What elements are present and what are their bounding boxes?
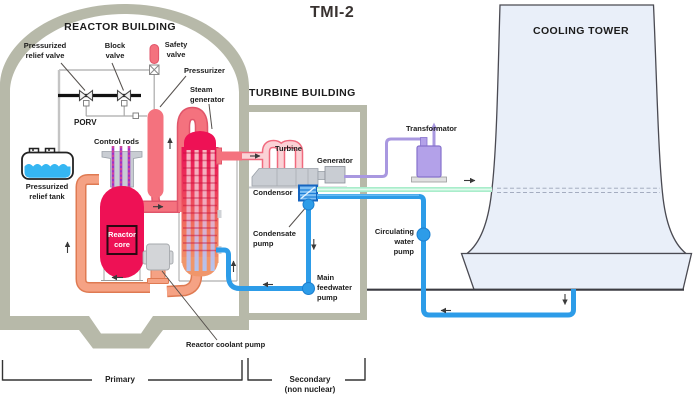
label-condensor: Condensor	[253, 188, 293, 197]
feedwater-pipes	[216, 198, 315, 295]
label-generator: Generator	[317, 156, 353, 165]
label-pressurized-relief-valve: Pressurized relief valve	[23, 41, 67, 60]
cooling-tower	[460, 4, 693, 291]
turbine-building-shell	[249, 105, 367, 320]
label-reactor-core: Reactor core	[108, 230, 136, 249]
circulating-water-pump-icon	[416, 227, 431, 242]
label-pressurizer: Pressurizer	[184, 66, 225, 75]
section-brackets	[1, 358, 366, 381]
label-block-valve: Block valve	[104, 41, 126, 60]
safety-valve-icon	[149, 44, 160, 75]
condensate-pump-icon	[302, 198, 315, 211]
label-reactor-coolant-pump: Reactor coolant pump	[186, 340, 266, 349]
block-valve-icon	[116, 89, 132, 102]
label-steam-generator: Steam generator	[190, 85, 225, 104]
label-secondary-section: Secondary (non nuclear)	[284, 375, 336, 395]
reactor-coolant-pump	[142, 243, 174, 284]
turbine-building-title: TURBINE BUILDING	[249, 87, 356, 99]
pressurized-relief-tank	[21, 147, 74, 180]
reactor-building-shell	[0, 4, 249, 349]
tower-water-level	[497, 187, 660, 194]
label-safety-valve: Safety valve	[164, 40, 188, 59]
condensor	[298, 184, 318, 202]
sg-tubes	[186, 150, 215, 271]
generator	[317, 166, 346, 184]
power-line	[344, 137, 423, 178]
relief-valve-icon	[78, 89, 94, 102]
power-out-arrow	[430, 122, 438, 130]
label-porv: PORV	[74, 118, 97, 127]
transformator	[411, 122, 447, 183]
label-primary-section: Primary	[92, 375, 148, 386]
reactor-vessel	[100, 186, 144, 278]
page-title: TMI-2	[310, 4, 355, 21]
reactor-building-title: REACTOR BUILDING	[64, 21, 176, 33]
label-circulating-water-pump: Circulating water pump	[374, 227, 414, 256]
label-transformator: Transformator	[406, 124, 457, 133]
steam-line	[216, 139, 304, 168]
label-control-rods: Control rods	[94, 137, 139, 146]
turbine	[251, 168, 319, 187]
sg-baffles	[183, 152, 217, 252]
cooling-tower-title: COOLING TOWER	[532, 25, 629, 37]
reactor-core-box	[106, 225, 138, 255]
pressurizer-vessel	[147, 109, 164, 198]
label-condensate-pump: Condensate pump	[253, 229, 296, 248]
label-main-feedwater-pump: Main feedwater pump	[317, 273, 353, 302]
main-feedwater-pump-icon	[302, 282, 315, 295]
valve-actuators	[83, 100, 139, 119]
label-pressurized-relief-tank: Pressurized relief tank	[25, 182, 69, 201]
label-turbine: Turbine	[275, 144, 302, 153]
flow-arrows	[64, 137, 568, 314]
leader-lines	[60, 62, 305, 341]
steam-generator	[181, 131, 222, 277]
circulating-water-pipe	[317, 194, 576, 318]
